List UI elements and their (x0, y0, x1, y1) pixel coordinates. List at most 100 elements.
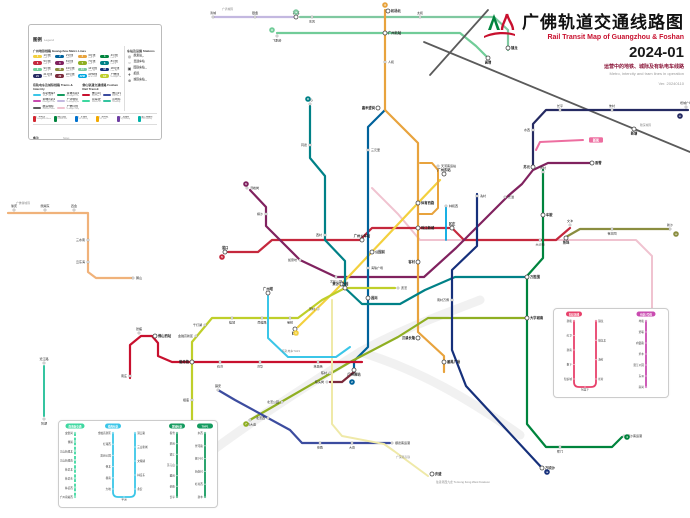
station-dot[interactable] (540, 212, 546, 218)
inset-station-dot[interactable] (572, 348, 576, 352)
station-dot[interactable] (218, 360, 222, 364)
inset-station-dot[interactable] (133, 487, 137, 491)
inset-station-dot[interactable] (644, 374, 648, 378)
station-dot[interactable] (418, 15, 422, 19)
station-dot[interactable] (429, 471, 435, 477)
station-dot[interactable] (266, 416, 270, 420)
station-dot[interactable] (684, 105, 688, 109)
station-dot[interactable] (485, 55, 491, 61)
station-dot[interactable] (308, 102, 312, 106)
station-dot[interactable] (450, 298, 454, 302)
station-dot[interactable] (86, 260, 90, 264)
inset-station-dot[interactable] (73, 431, 77, 435)
inset-station-dot[interactable] (203, 495, 207, 499)
station-dot[interactable] (72, 208, 76, 212)
station-dot[interactable] (245, 186, 249, 190)
station-dot[interactable] (316, 307, 320, 311)
station-dot[interactable] (258, 360, 262, 364)
inset-station-dot[interactable] (175, 453, 179, 456)
station-dot[interactable] (318, 441, 322, 445)
inset-station-dot[interactable] (572, 334, 576, 337)
station-dot[interactable] (43, 208, 47, 212)
inset-station-dot[interactable] (111, 487, 115, 491)
station-dot[interactable] (216, 388, 220, 392)
station-dot[interactable] (390, 441, 394, 445)
inset-station-dot[interactable] (175, 463, 179, 467)
inset-station-dot[interactable] (175, 474, 179, 477)
inset-station-dot[interactable] (133, 445, 137, 449)
inset-station-dot[interactable] (73, 486, 77, 490)
station-dot[interactable] (260, 316, 264, 320)
station-dot[interactable] (610, 108, 614, 112)
inset-station-dot[interactable] (594, 377, 598, 381)
station-dot[interactable] (334, 275, 338, 279)
inset-station-dot[interactable] (175, 442, 179, 445)
station-dot[interactable] (369, 249, 375, 255)
inset-station-dot[interactable] (175, 485, 179, 488)
station-dot[interactable] (275, 34, 279, 38)
inset-station-dot[interactable] (73, 477, 77, 480)
station-dot[interactable] (194, 334, 198, 338)
station-dot[interactable] (137, 331, 141, 335)
inset-station-dot[interactable] (203, 444, 207, 447)
station-dot[interactable] (568, 223, 572, 227)
inset-station-dot[interactable] (203, 470, 207, 473)
inset-station-dot[interactable] (73, 440, 77, 444)
station-dot[interactable] (211, 15, 215, 19)
station-dot[interactable] (42, 361, 46, 365)
station-dot[interactable] (524, 315, 530, 321)
inset-station-dot[interactable] (111, 476, 115, 479)
station-dot[interactable] (558, 445, 562, 449)
inset-station-dot[interactable] (73, 495, 77, 499)
station-dot[interactable] (539, 465, 545, 471)
station-dot[interactable] (42, 417, 46, 421)
inset-station-dot[interactable] (122, 495, 126, 499)
inset-station-dot[interactable] (644, 385, 648, 389)
station-dot[interactable] (563, 235, 569, 241)
station-dot[interactable] (365, 295, 371, 301)
station-dot[interactable] (128, 374, 132, 378)
station-dot[interactable] (248, 418, 252, 422)
station-dot[interactable] (222, 249, 228, 255)
station-dot[interactable] (359, 237, 365, 243)
inset-station-dot[interactable] (111, 431, 115, 435)
station-dot[interactable] (375, 105, 381, 111)
inset-station-dot[interactable] (644, 363, 648, 367)
station-dot[interactable] (415, 259, 421, 265)
station-dot[interactable] (441, 171, 447, 177)
station-dot[interactable] (475, 194, 479, 198)
inset-station-dot[interactable] (203, 457, 207, 460)
station-dot[interactable] (280, 400, 284, 404)
station-dot[interactable] (190, 398, 194, 402)
station-dot[interactable] (415, 225, 421, 231)
inset-station-dot[interactable] (594, 358, 598, 361)
inset-station-dot[interactable] (644, 319, 648, 323)
inset-station-dot[interactable] (175, 495, 179, 499)
station-dot[interactable] (530, 164, 536, 170)
station-dot[interactable] (505, 45, 511, 51)
station-dot[interactable] (325, 380, 329, 384)
station-dot[interactable] (310, 15, 314, 19)
station-dot[interactable] (12, 208, 16, 212)
station-dot[interactable] (589, 160, 595, 166)
station-dot[interactable] (541, 170, 545, 174)
station-dot[interactable] (668, 227, 672, 231)
inset-station-dot[interactable] (203, 431, 207, 435)
station-dot[interactable] (351, 367, 357, 373)
station-dot[interactable] (538, 238, 542, 242)
station-dot[interactable] (436, 164, 440, 168)
inset-station-dot[interactable] (133, 459, 137, 463)
station-dot[interactable] (558, 108, 562, 112)
inset-station-dot[interactable] (133, 431, 137, 435)
inset-station-dot[interactable] (572, 319, 576, 323)
station-dot[interactable] (339, 281, 345, 287)
inset-station-dot[interactable] (73, 468, 77, 471)
station-dot[interactable] (328, 371, 332, 375)
station-dot[interactable] (350, 441, 354, 445)
station-dot[interactable] (265, 290, 271, 296)
station-dot[interactable] (342, 285, 348, 291)
inset-station-dot[interactable] (594, 319, 598, 323)
station-dot[interactable] (503, 195, 507, 199)
station-dot[interactable] (441, 359, 447, 365)
station-dot[interactable] (444, 204, 448, 208)
